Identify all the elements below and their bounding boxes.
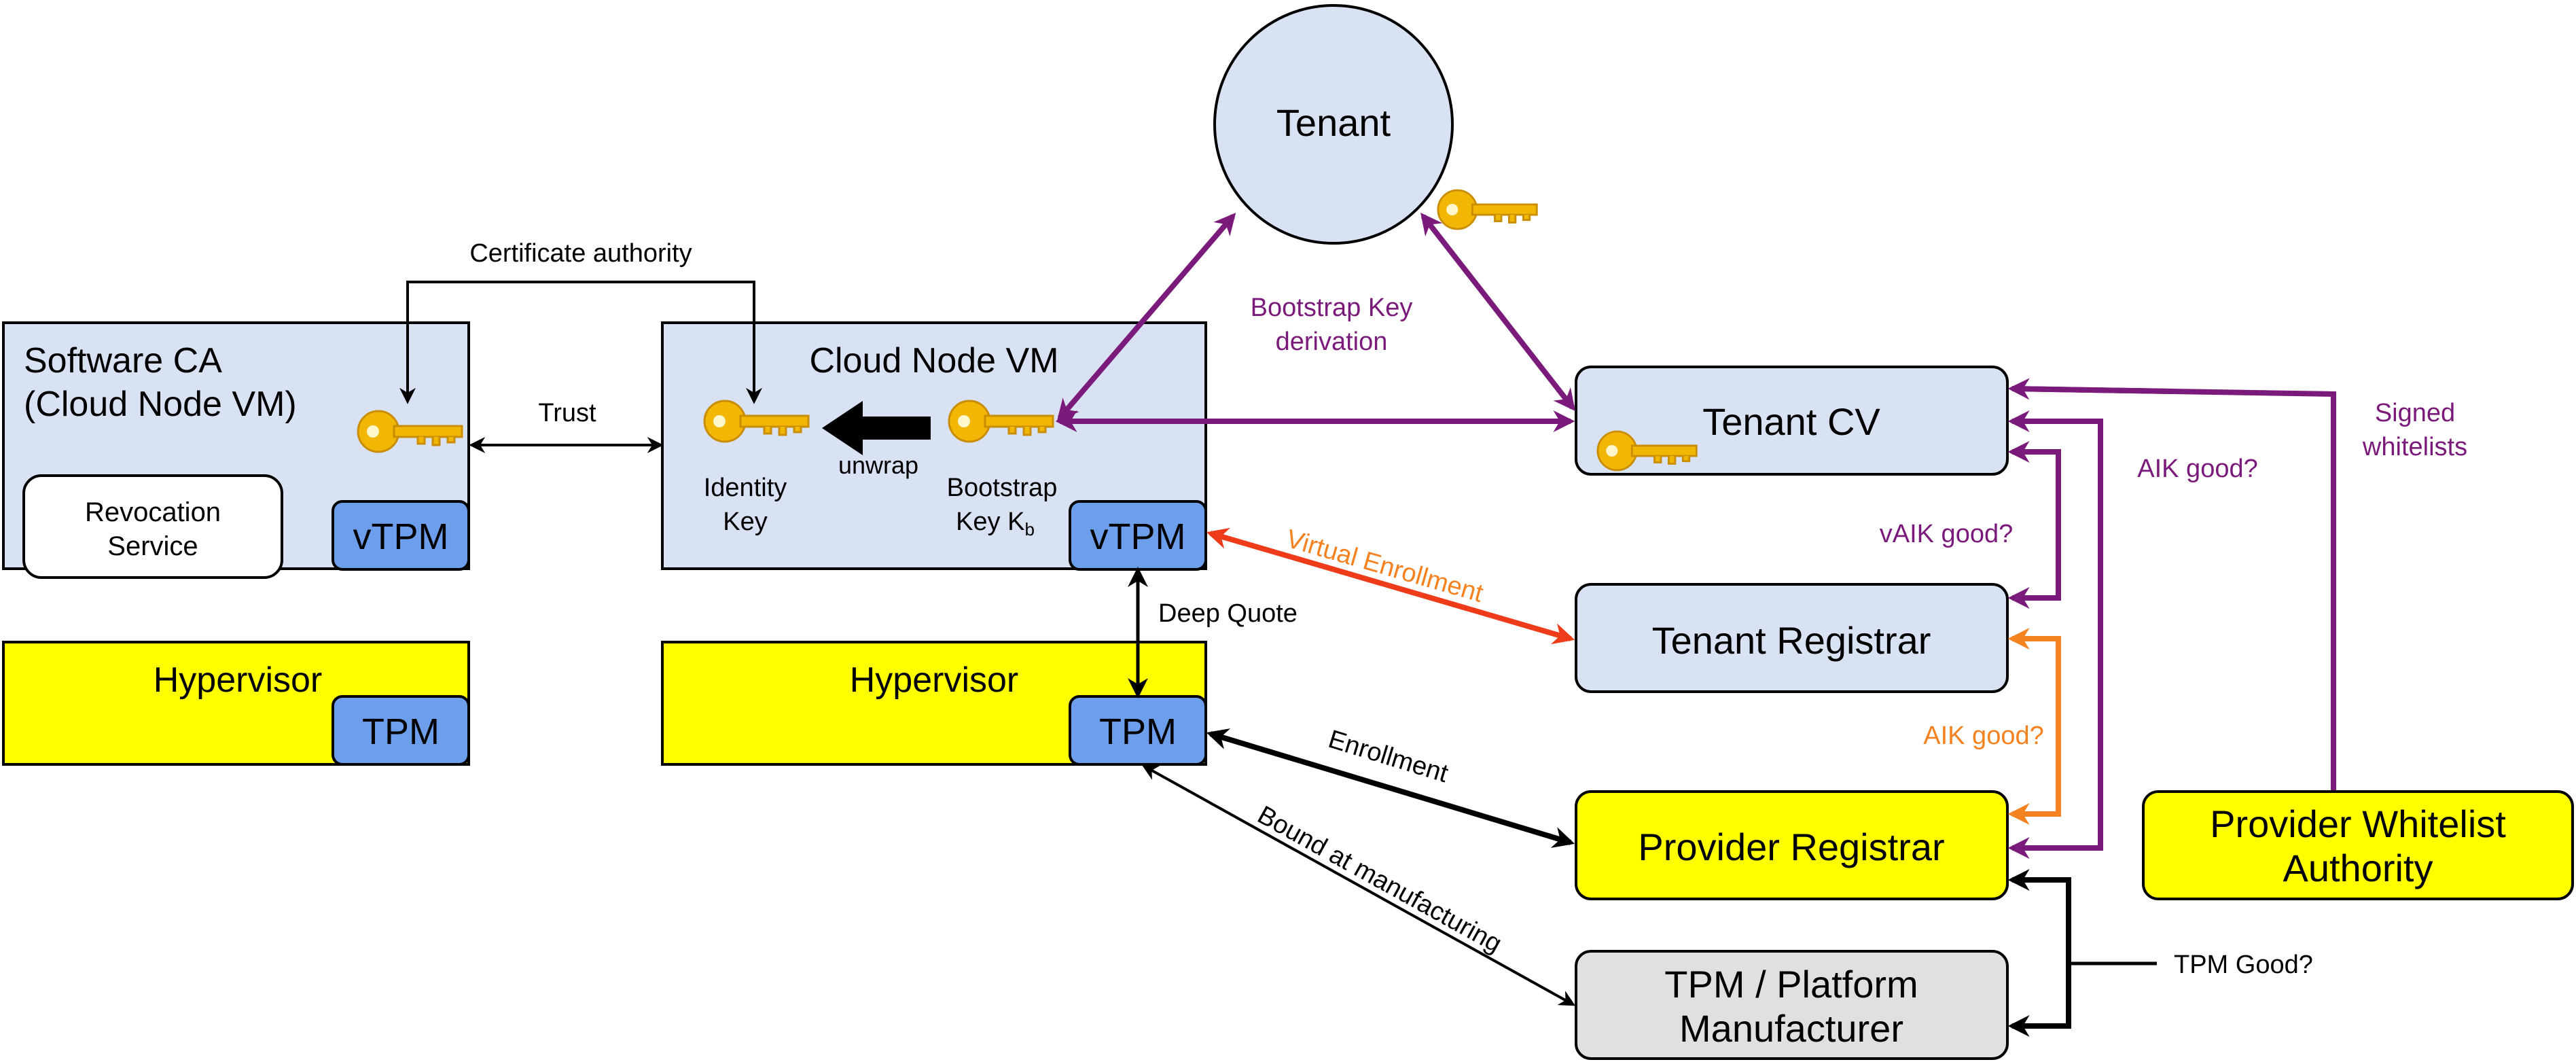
tpm-manufacturer-line1: TPM / Platform — [1664, 963, 1918, 1006]
provider-whitelist-line1: Provider Whitelist — [2210, 802, 2506, 845]
bootstrap-derivation-line2: derivation — [1276, 328, 1388, 356]
vtpm-center-label: vTPM — [1090, 516, 1186, 557]
bound-at-manufacturing-label: Bound at manufacturing — [1253, 800, 1506, 958]
cloud-node-vm-title: Cloud Node VM — [809, 341, 1058, 380]
unwrap-label: unwrap — [838, 451, 918, 479]
aik-good-orange-connector: AIK good? — [1923, 628, 2061, 825]
key-icon — [1437, 189, 1538, 230]
signed-whitelists-connector: Signed whitelists — [2007, 378, 2467, 790]
bootstrap-key-line2: Key Kb — [956, 508, 1035, 539]
vaik-good-label: vAIK good? — [1880, 520, 2013, 548]
tpm-manufacturer-node: TPM / Platform Manufacturer — [1575, 950, 2009, 1060]
aik-good-purple-connector: AIK good? — [2007, 410, 2258, 859]
tpm-center-node: TPM — [1069, 695, 1207, 766]
tenant-node: Tenant — [1213, 4, 1454, 245]
certificate-authority-label: Certificate authority — [469, 239, 692, 268]
signed-whitelists-line1: Signed — [2375, 399, 2455, 427]
provider-whitelist-authority-node: Provider Whitelist Authority — [2142, 790, 2574, 900]
trust-connector: Trust — [469, 399, 664, 453]
bootstrap-key-line1: Bootstrap — [947, 474, 1058, 502]
hypervisor-center-label: Hypervisor — [850, 660, 1019, 700]
vtpm-center-node: vTPM — [1069, 500, 1207, 571]
provider-registrar-label: Provider Registrar — [1638, 826, 1944, 868]
tenant-cv-node: Tenant CV — [1575, 366, 2009, 476]
identity-key-line1: Identity — [704, 474, 787, 502]
revocation-service-node: Revocation Service — [22, 474, 283, 579]
tenant-label: Tenant — [1276, 101, 1391, 144]
provider-registrar-node: Provider Registrar — [1575, 790, 2009, 900]
aik-good-purple-label: AIK good? — [2137, 455, 2257, 483]
enrollment-label: Enrollment — [1325, 725, 1452, 788]
tpm-left-label: TPM — [362, 711, 440, 752]
software-ca-title: Software CA — [24, 341, 222, 380]
deep-quote-label: Deep Quote — [1158, 599, 1298, 628]
tpm-good-label: TPM Good? — [2174, 951, 2313, 979]
tpm-center-label: TPM — [1099, 711, 1177, 752]
unwrap-arrow: unwrap — [822, 401, 931, 479]
hypervisor-left-label: Hypervisor — [154, 660, 323, 700]
signed-whitelists-line2: whitelists — [2362, 433, 2467, 461]
revocation-line2: Service — [107, 531, 198, 561]
provider-whitelist-line2: Authority — [2283, 847, 2433, 889]
bound-at-manufacturing-connector: Bound at manufacturing — [1141, 764, 1576, 1006]
bootstrap-derivation-connector: Bootstrap Key derivation — [1055, 212, 1575, 432]
vaik-good-connector: vAIK good? — [1880, 441, 2061, 609]
aik-good-orange-label: AIK good? — [1923, 722, 2043, 750]
software-ca-subtitle: (Cloud Node VM) — [24, 385, 297, 424]
revocation-line1: Revocation — [85, 497, 221, 527]
tpm-good-connector: TPM Good? — [2007, 869, 2313, 1037]
identity-key-line2: Key — [723, 508, 767, 536]
tpm-manufacturer-line2: Manufacturer — [1679, 1007, 1903, 1050]
tenant-registrar-label: Tenant Registrar — [1652, 619, 1931, 662]
virtual-enrollment-label: Virtual Enrollment — [1283, 525, 1487, 608]
tenant-registrar-node: Tenant Registrar — [1575, 583, 2009, 693]
vtpm-left-node: vTPM — [332, 500, 470, 571]
trust-label: Trust — [538, 399, 596, 427]
tpm-left-node: TPM — [332, 695, 470, 766]
vtpm-left-label: vTPM — [353, 516, 449, 557]
tenant-cv-label: Tenant CV — [1702, 400, 1880, 443]
bootstrap-derivation-line1: Bootstrap Key — [1251, 294, 1413, 322]
certificate-authority-connector: Certificate authority — [399, 239, 762, 404]
